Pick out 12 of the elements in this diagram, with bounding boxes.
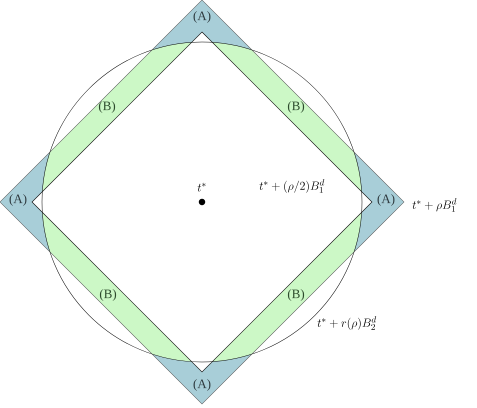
region-label: (B)	[288, 101, 304, 113]
region-label: (A)	[194, 11, 210, 23]
region-label: (A)	[378, 194, 394, 206]
region-label: (B)	[100, 289, 116, 301]
region-label: (A)	[194, 379, 210, 391]
region-label: (A)	[10, 194, 26, 206]
formula-label: $t^* + \rho B_1^d$	[412, 198, 456, 212]
point-label: $t^*$	[198, 182, 206, 192]
region-label: (B)	[98, 101, 116, 113]
formula-label: $t^* + r(\rho)B_2^d$	[317, 316, 376, 330]
formula-label: $t^* + (\rho/2)B_1^d$	[259, 179, 324, 193]
region-label: (B)	[288, 289, 304, 301]
